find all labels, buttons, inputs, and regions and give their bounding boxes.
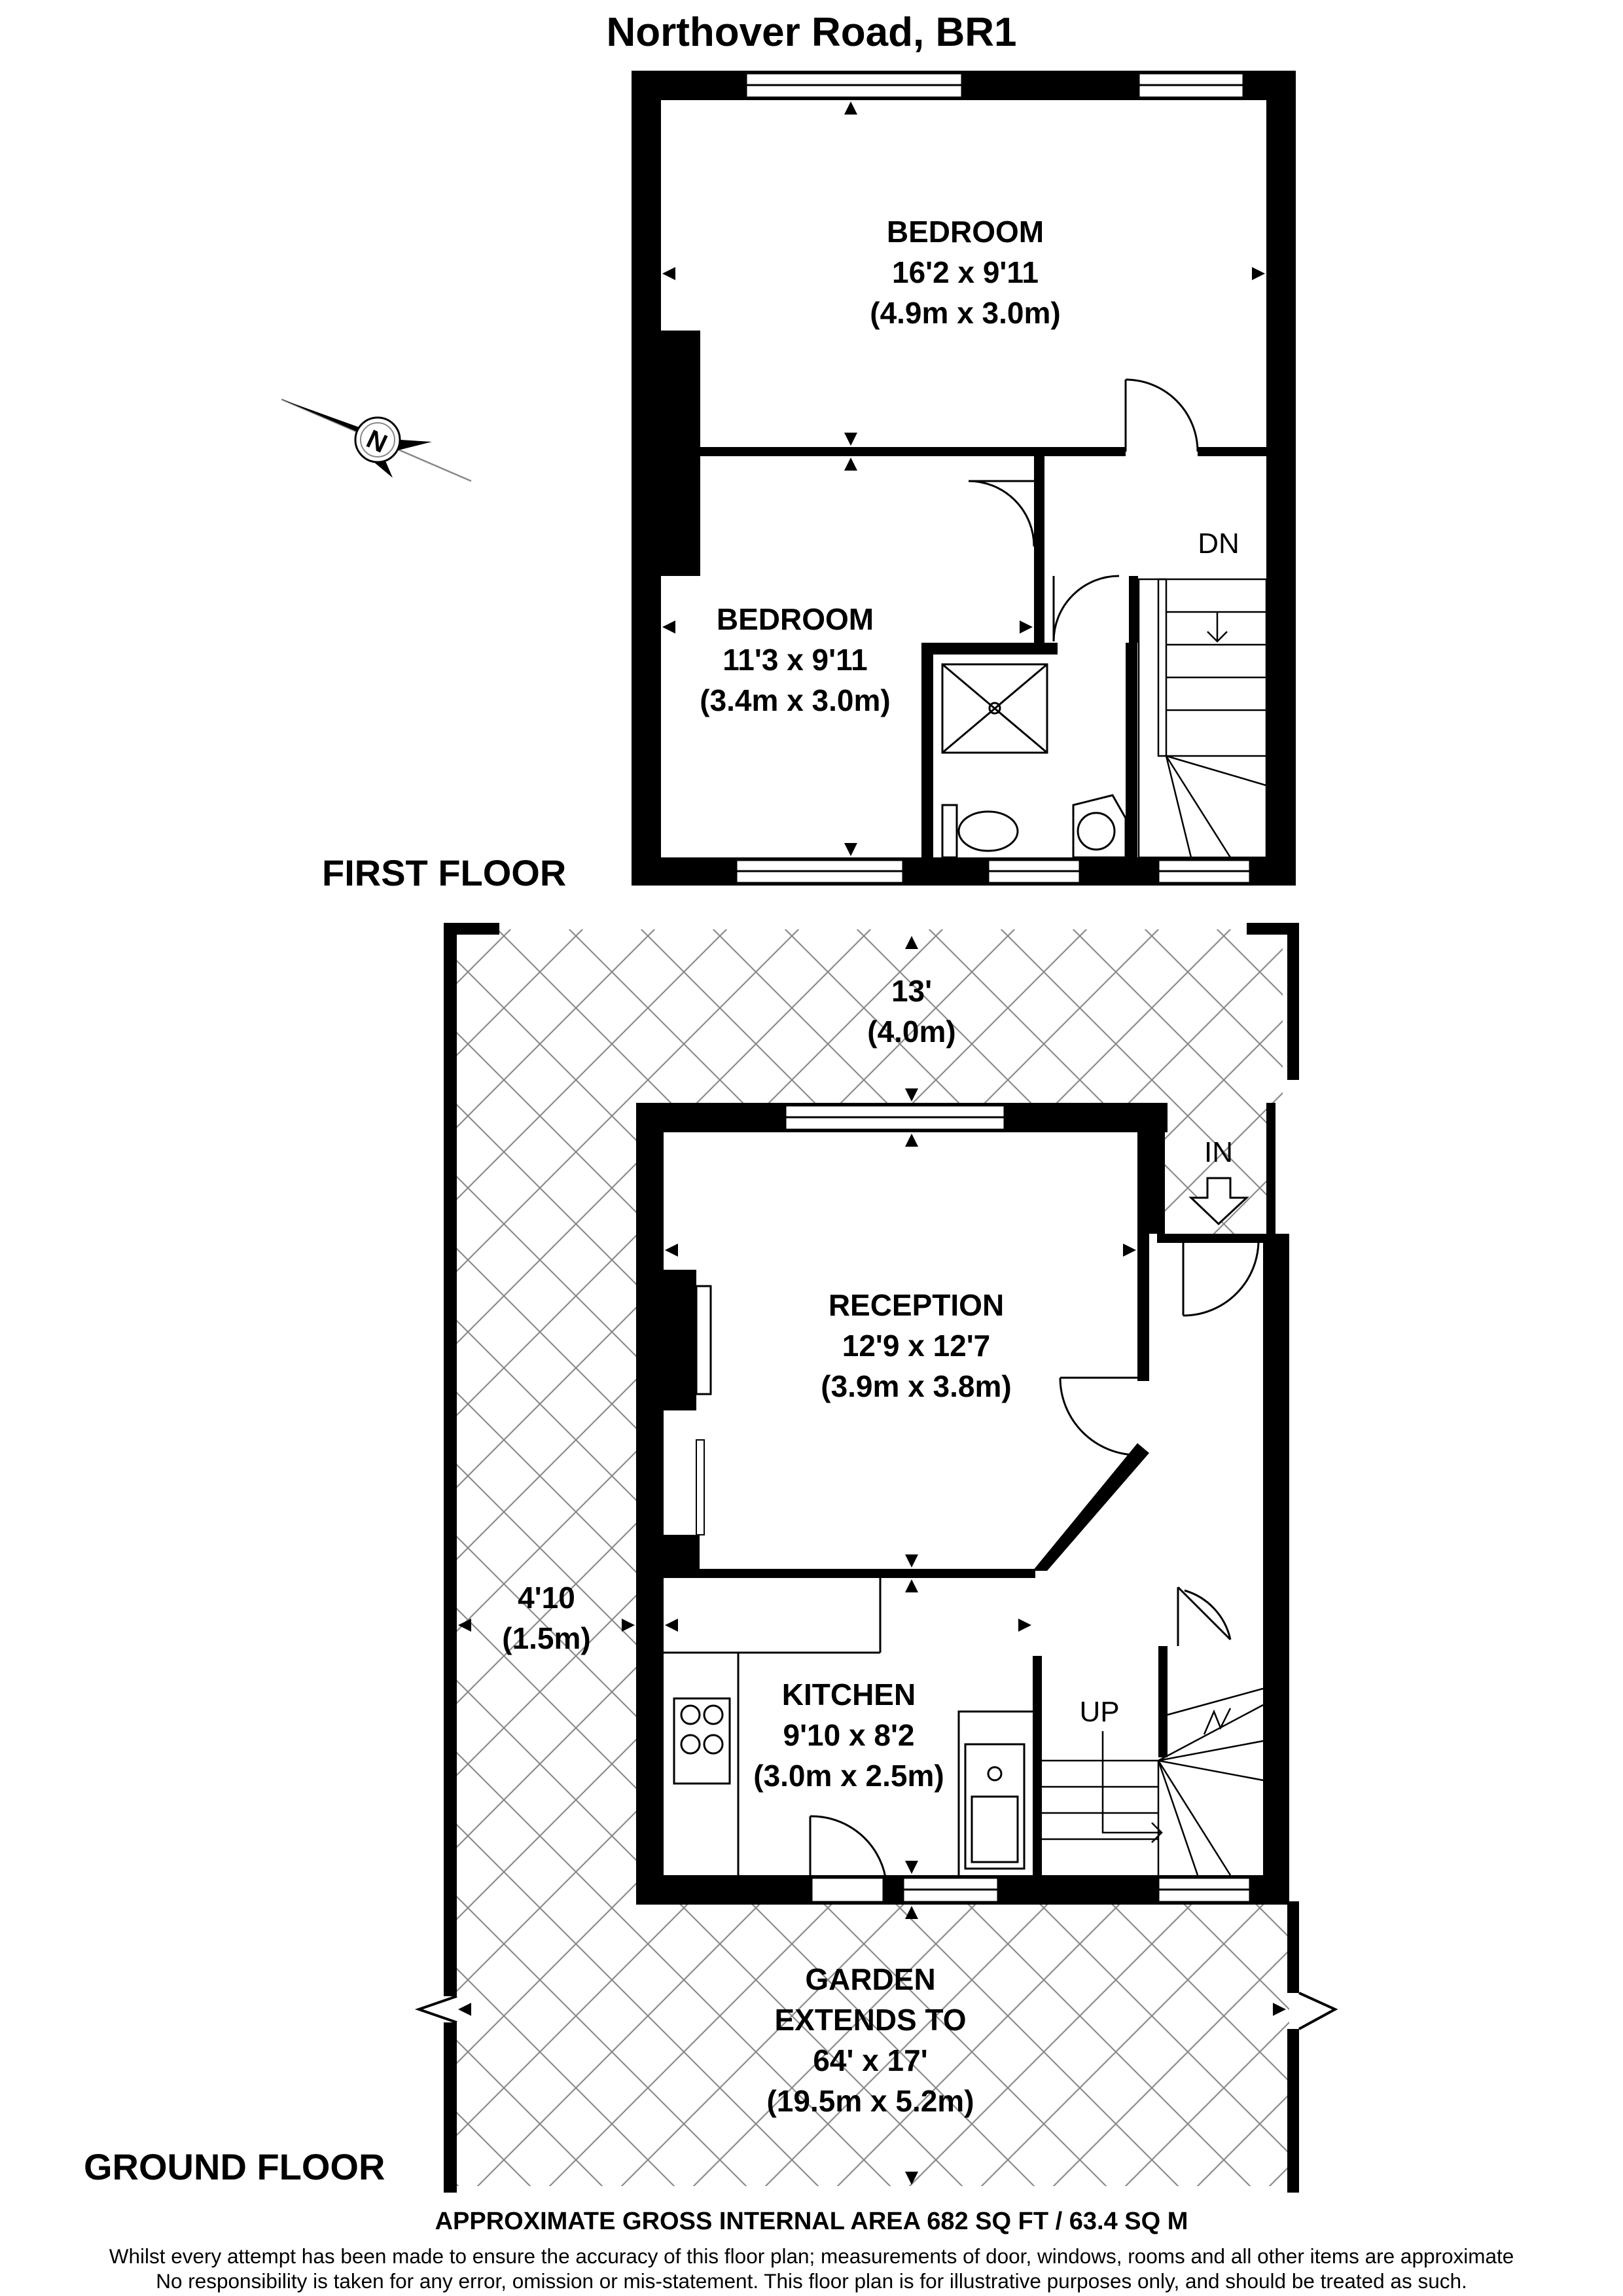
garden-imperial: 64' x 17' xyxy=(813,2043,927,2077)
front-width-metric: (4.0m) xyxy=(867,1014,955,1049)
first-floor-windows xyxy=(735,72,1251,884)
disclaimer-line2: No responsibility is taken for any error… xyxy=(156,2269,1467,2293)
first-floor-label: FIRST FLOOR xyxy=(322,852,566,893)
front-width-imperial: 13' xyxy=(891,974,932,1008)
sink xyxy=(964,1743,1026,1870)
kitchen-imperial: 9'10 x 8'2 xyxy=(783,1718,915,1752)
bedroom2-name: BEDROOM xyxy=(717,602,874,636)
ground-floor: IN xyxy=(84,923,1338,2193)
ground-floor-label: GROUND FLOOR xyxy=(84,2146,385,2187)
garden-boundary xyxy=(444,923,1299,2193)
compass: N xyxy=(281,398,472,482)
entrance-label: IN xyxy=(1204,1136,1233,1168)
kitchen-name: KITCHEN xyxy=(782,1677,916,1712)
bedroom2-imperial: 11'3 x 9'11 xyxy=(722,643,867,677)
side-return-imperial: 4'10 xyxy=(518,1581,575,1615)
first-floor-stairs xyxy=(1137,578,1268,859)
reception-name: RECEPTION xyxy=(829,1288,1004,1322)
kitchen-metric: (3.0m x 2.5m) xyxy=(753,1759,944,1793)
bedroom1-metric: (4.9m x 3.0m) xyxy=(870,296,1060,330)
stairs-down-label: DN xyxy=(1198,528,1240,560)
first-floor-arrows xyxy=(662,101,1265,856)
bedroom1-imperial: 16'2 x 9'11 xyxy=(892,255,1039,289)
garden-line2: EXTENDS TO xyxy=(774,2003,966,2037)
ground-floor-doors xyxy=(809,1240,1260,1878)
reception-metric: (3.9m x 3.8m) xyxy=(821,1369,1011,1403)
bedroom1-name: BEDROOM xyxy=(887,215,1044,249)
ground-floor-arrows xyxy=(458,936,1286,2185)
stairs-up-label: UP xyxy=(1079,1696,1119,1728)
toilet-cistern xyxy=(941,804,958,859)
bathroom-fittings xyxy=(941,663,1127,859)
kitchen-fittings xyxy=(664,1578,1033,1875)
toilet-bowl xyxy=(957,810,1019,852)
entrance-arrow xyxy=(1188,1177,1249,1226)
bedroom2-metric: (3.4m x 3.0m) xyxy=(700,683,890,717)
first-floor-doors xyxy=(968,378,1199,642)
first-floor: BEDROOM 16'2 x 9'11 (4.9m x 3.0m) BEDROO… xyxy=(322,71,1296,893)
plan-title: Northover Road, BR1 xyxy=(607,10,1017,55)
basin xyxy=(1072,794,1127,859)
side-return-metric: (1.5m) xyxy=(502,1621,590,1655)
hob xyxy=(673,1697,731,1785)
shower-tray xyxy=(941,663,1048,754)
ground-floor-windows xyxy=(784,1104,1251,1903)
garden-line1: GARDEN xyxy=(805,1962,935,1996)
gross-internal-area: APPROXIMATE GROSS INTERNAL AREA 682 SQ F… xyxy=(435,2208,1188,2235)
ground-floor-stairs xyxy=(1042,1687,1264,1876)
reception-imperial: 12'9 x 12'7 xyxy=(842,1329,991,1363)
disclaimer-line1: Whilst every attempt has been made to en… xyxy=(109,2244,1514,2268)
first-floor-walls xyxy=(632,71,1296,886)
garden-metric: (19.5m x 5.2m) xyxy=(766,2084,974,2118)
fireplace-hearth xyxy=(695,1285,712,1395)
